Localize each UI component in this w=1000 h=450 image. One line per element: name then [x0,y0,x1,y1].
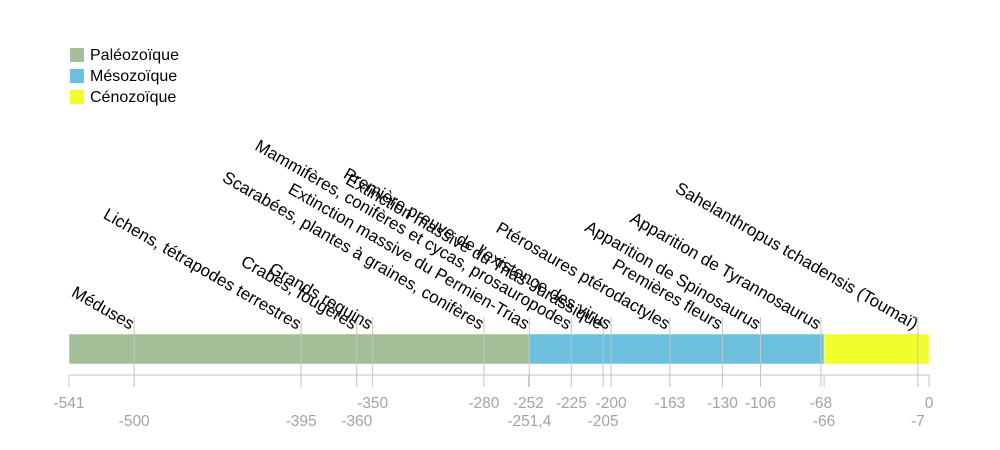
era-bar-mesozoique [529,333,825,365]
tick-label: -106 [745,395,776,412]
legend-label-mesozoique: Mésozoïque [90,68,177,85]
tick-label: -541 [53,395,84,412]
tick-label: -360 [341,413,372,430]
tick-label: -200 [596,395,627,412]
tick-label: -251,4 [507,413,551,430]
tick-label: -68 [810,395,832,412]
legend-swatch-mesozoique [70,69,84,83]
tick-label: -66 [813,413,835,430]
era-bars [68,333,930,365]
event-label: Méduses [68,283,137,334]
event-lines [133,317,919,375]
legend-label-cenozoique: Cénozoïque [90,89,176,106]
tick-label: -252 [513,395,544,412]
tick-label: -280 [468,395,499,412]
tick-label: -500 [119,413,150,430]
tick-label: 0 [925,395,934,412]
legend-swatch-cenozoique [70,90,84,104]
tick-label: -163 [654,395,685,412]
era-bar-cenozoique [823,333,930,365]
tick-label: -7 [911,413,925,430]
time-axis: -541 -350 -280 -252 -225 -200 -163 -130 -106 -68 0… [53,374,934,430]
tick-label: -205 [588,413,619,430]
tick-label: -225 [556,395,587,412]
legend-label-paleozoique: Paléozoïque [90,47,179,64]
tick-label: -130 [707,395,738,412]
tick-label: -395 [286,413,317,430]
legend-swatch-paleozoique [70,48,84,62]
era-bar-paleozoique [68,333,530,365]
tick-label: -350 [357,395,388,412]
